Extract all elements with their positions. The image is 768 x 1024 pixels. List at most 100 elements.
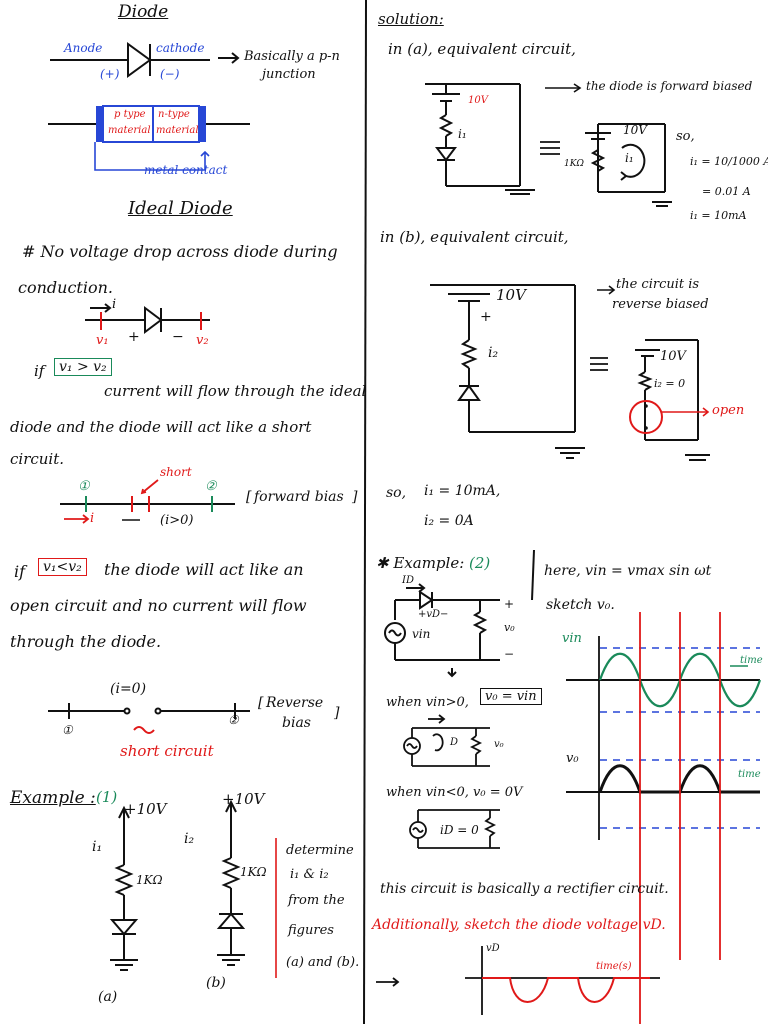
ex2-minus: −	[504, 647, 515, 661]
b2-i2-zero: i₂ = 0	[654, 377, 686, 390]
if-word-2: if	[14, 562, 26, 581]
vo-time-label: time	[738, 769, 761, 780]
ex2-id: ID	[402, 575, 414, 586]
a2-10v: 10V	[623, 123, 647, 137]
i-gt-zero: (i>0)	[160, 513, 194, 528]
cathode-minus: (−)	[160, 67, 180, 81]
vin-pos-circuit	[403, 714, 490, 767]
pn-note-1: Basically a p-n	[244, 49, 340, 64]
v1-label: v₁	[96, 333, 109, 348]
open-label: open	[712, 403, 745, 418]
a2-resistor: 1KΩ	[564, 159, 584, 169]
equiv-loop-b	[635, 339, 710, 461]
if-word-1: if	[34, 362, 45, 380]
example2-title: ✱ Example: (2)	[376, 554, 491, 572]
ntype-2: material	[156, 125, 199, 136]
metal-contact: metal contact	[144, 163, 228, 177]
forward-bias-line	[60, 479, 235, 524]
vo-eq-vin: v₀ = vin	[480, 688, 542, 705]
vin-neg-circuit	[409, 809, 500, 849]
diode-symbol	[50, 42, 240, 78]
ex2-vin: vin	[412, 627, 431, 641]
b-i2: i₂	[488, 345, 499, 361]
additionally-text: Additionally, sketch the diode voltage v…	[372, 917, 666, 933]
ex2-plus: +	[504, 597, 515, 611]
determine-4: figures	[288, 923, 334, 938]
ex2-vo: v₀	[504, 621, 515, 634]
v2-label: v₂	[196, 333, 209, 348]
example1-num: (1)	[96, 788, 118, 806]
node-2: ②	[205, 479, 217, 494]
vo-waveform-chart	[566, 759, 760, 829]
a-10v: 10V	[468, 95, 488, 106]
vd-axis-label: vD	[486, 943, 500, 954]
result-1: i₁ = 10mA,	[424, 483, 501, 499]
ideal-diode-title: Ideal Diode	[128, 198, 233, 219]
ptype-1: p type	[114, 109, 146, 120]
determine-5: (a) and (b).	[286, 955, 360, 970]
example1-circuit-a	[109, 805, 139, 971]
caption-a: (a)	[98, 989, 118, 1005]
ideal-diode-symbol	[85, 303, 210, 334]
pn-junction-block	[48, 105, 250, 171]
ntype-1: n-type	[158, 109, 190, 120]
calc-1: i₁ = 10/1000 A	[690, 155, 768, 168]
so-a: so,	[676, 129, 695, 144]
ex1-a-resistor: 1KΩ	[136, 873, 163, 887]
pn-note-2: junction	[262, 67, 316, 82]
vin-time-label: time	[740, 655, 763, 666]
equals-sign-b	[590, 357, 608, 371]
anode-plus: (+)	[100, 67, 120, 81]
determine-3: from the	[288, 893, 345, 908]
here-text: here, vin = vmax sin ωt	[544, 563, 712, 579]
calc-2: = 0.01 A	[702, 185, 751, 198]
b-10v: 10V	[496, 286, 526, 304]
ex1-b-supply: +10V	[222, 790, 265, 808]
example1-title: Example :	[10, 788, 96, 808]
short-circuit-label: short circuit	[120, 742, 214, 760]
cathode-label: cathode	[156, 41, 205, 55]
solution-title: solution:	[378, 10, 444, 28]
in-b-text: in (b), equivalent circuit,	[380, 228, 569, 246]
calc-3: i₁ = 10mA	[690, 209, 747, 222]
reverse-text-1: the diode will act like an	[104, 560, 304, 579]
cond-reverse: v₁<v₂	[38, 558, 87, 576]
a2-i1: i₁	[625, 151, 634, 165]
rectifier-text: this circuit is basically a rectifier ci…	[380, 881, 669, 897]
ex1-i2: i₂	[184, 831, 195, 847]
caption-b: (b)	[206, 975, 226, 991]
sketch-text: sketch v₀.	[546, 597, 615, 613]
i-forward: i	[90, 511, 95, 526]
page-divider	[363, 0, 367, 1024]
reverse-note-2: reverse biased	[612, 297, 709, 312]
reverse-text-2: open circuit and no current will flow	[10, 596, 307, 615]
equiv-circuit-b	[430, 284, 585, 459]
id-zero: iD = 0	[440, 823, 479, 837]
reverse-bias-1: Reverse	[266, 695, 324, 711]
ptype-2: material	[108, 125, 151, 136]
node-1: ①	[78, 479, 90, 494]
ex1-i1: i₁	[92, 839, 103, 855]
anode-label: Anode	[64, 41, 103, 55]
forward-text-3: circuit.	[10, 450, 65, 468]
ideal-line-1: # No voltage drop across diode during	[22, 242, 338, 261]
b2-10v: 10V	[660, 349, 686, 364]
vd-time-label: time(s)	[596, 961, 632, 972]
so-b: so,	[386, 485, 407, 501]
cond-forward: v₁ > v₂	[54, 358, 112, 376]
equiv-circuit-a	[425, 83, 535, 195]
forward-text-2: diode and the diode will act like a shor…	[10, 418, 312, 436]
a-i1: i₁	[458, 127, 467, 141]
vd-waveform-chart	[376, 946, 660, 1015]
example1-circuit-b	[216, 799, 246, 966]
when-neg: when vin<0, v₀ = 0V	[386, 785, 523, 800]
ex1-b-resistor: 1KΩ	[240, 865, 267, 879]
in-a-text: in (a), equivalent circuit,	[388, 40, 576, 58]
vin-waveform-chart	[566, 636, 762, 840]
i-label: i	[112, 297, 117, 312]
forward-bias-label: forward bias	[254, 489, 344, 505]
diode-title: Diode	[118, 2, 169, 22]
equiv-loop-a	[585, 123, 672, 207]
